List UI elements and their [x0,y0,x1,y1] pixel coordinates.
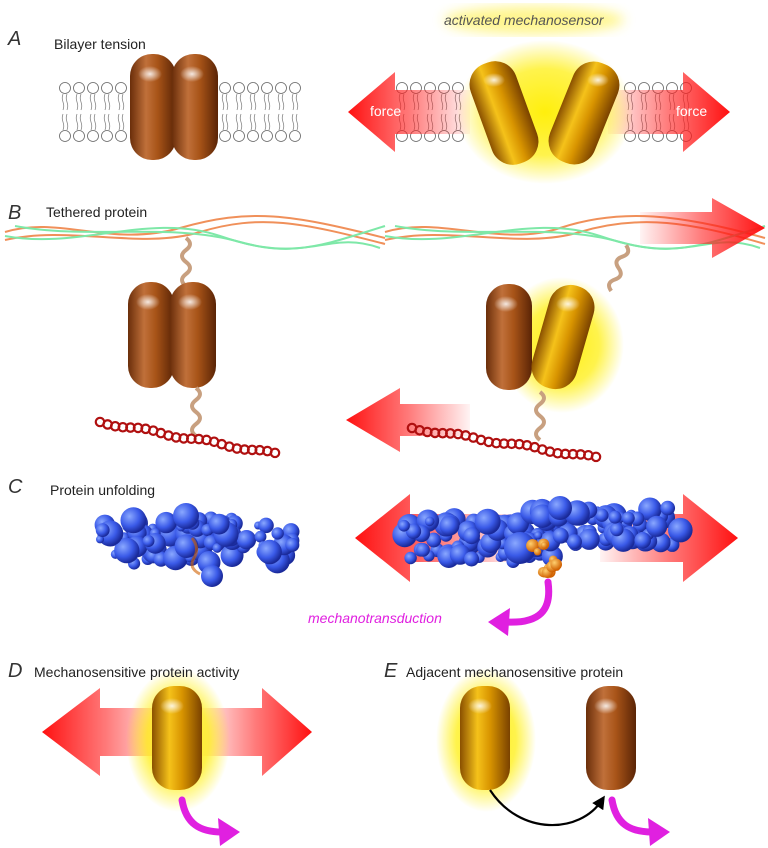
protein-atom [595,508,609,522]
exposed-cryptic-site [526,538,562,579]
tether-bottom-right [534,390,546,442]
protein-atom [201,565,223,587]
protein-atom [285,537,300,552]
panel-a-letter: A [8,28,22,50]
protein-atom [578,528,600,550]
panel-d-title: Mechanosensitive protein activity [34,664,240,680]
mechanosensor-tethered-open [486,284,595,390]
panel-c-letter: C [8,476,23,498]
protein-atom [534,531,543,540]
protein-atom [120,507,147,534]
panel-a-note: activated mechanosensor [444,12,604,28]
protein-atom [548,496,572,520]
label-glow [444,6,624,34]
mechanosensor-tethered-closed [128,282,216,388]
panel-b-letter: B [8,202,22,224]
protein-atom [463,527,481,545]
panel-e-title: Adjacent mechanosensitive protein [406,664,624,680]
protein-atom [236,530,257,550]
transduction-arrowhead-e [648,818,670,846]
protein-atom [638,497,662,521]
coupling-arrow [489,789,605,827]
protein-atom [634,532,652,549]
protein-atom [398,519,410,532]
protein-atom [212,543,223,553]
protein-atom [608,510,622,524]
transduction-arrowhead-c [488,608,510,636]
transduction-arrow-d [178,796,226,836]
mechanosensor-closed [130,54,218,160]
folded-protein [94,503,300,587]
panel-d [42,668,312,846]
transduction-arrow-e [608,796,656,836]
tether-bottom-left [190,386,202,438]
protein-atom [404,551,417,565]
cryptic-site-atom [540,541,548,549]
protein-atom [405,523,422,539]
filament-bead [590,451,602,463]
protein-atom [439,515,460,536]
cytoskeleton-filament-left [94,416,281,459]
protein-atom [254,530,267,543]
force-arrow-left [348,72,470,152]
force-arrow-tether-left [346,388,470,452]
protein-atom [208,513,230,535]
cryptic-site-hidden [190,537,201,576]
protein-atom [426,532,442,548]
protein-atom [114,537,140,564]
protein-atom [464,551,480,567]
transduction-arrowhead-d [218,818,240,846]
protein-atom [660,500,676,516]
filament-bead [269,447,281,459]
force-arrow-tether-right [640,198,765,258]
unfolded-protein [392,496,693,568]
protein-atom [552,527,569,544]
protein-atom [621,511,635,525]
mechanosensor-open [469,61,620,165]
protein-atom [95,523,110,538]
protein-atom [668,517,693,543]
protein-atom [610,522,624,537]
extracellular-fibers-left [4,214,386,250]
panel-e [436,668,670,846]
panel-c [94,494,738,636]
protein-atom [258,517,274,534]
panel-b-title: Tethered protein [46,204,148,220]
protein-atom [173,503,199,529]
panel-a-title: Bilayer tension [54,36,146,52]
protein-atom [566,534,582,550]
force-label-right: force [676,103,708,119]
force-label-left: force [370,103,402,119]
protein-atom [155,511,177,534]
protein-atom [416,543,430,557]
force-arrow-right [608,72,730,152]
panel-d-letter: D [8,660,23,682]
protein-atom [271,527,284,540]
protein-atom [504,532,536,564]
cytoskeleton-filament-right [406,422,602,463]
panel-a [59,6,730,184]
panel-e-letter: E [384,660,398,682]
protein-atom [257,539,282,565]
protein-atom [646,515,668,537]
panel-b [4,198,766,463]
transduction-arrow-c [501,578,553,626]
tether-top-right [607,244,631,293]
cryptic-site-atom [533,547,542,556]
panel-c-title: Protein unfolding [50,482,156,498]
cryptic-site-atom [550,558,562,571]
protein-atom [142,535,155,547]
panel-c-note: mechanotransduction [308,610,442,626]
protein-atom [474,508,501,535]
tether-top-left [180,236,192,288]
protein-atom [95,535,105,544]
protein-atom [424,516,435,527]
